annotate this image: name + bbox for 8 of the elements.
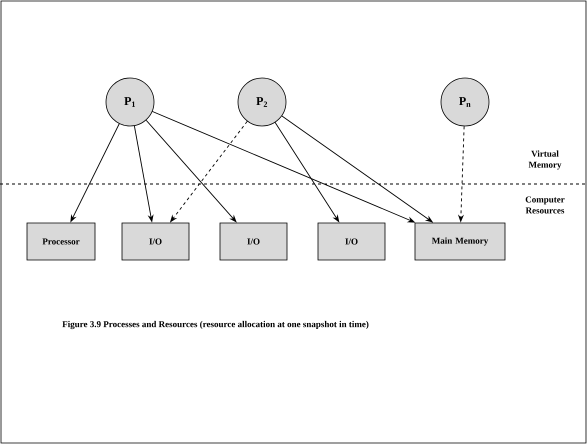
resource-box: I/O [122,222,190,260]
figure-caption: Figure 3.9 Processes and Resources (resource allocation at one snapshot in time) [62,320,368,330]
resource-box: Processor [26,222,96,260]
resource-box: I/O [220,222,288,260]
resource-box: I/O [318,222,386,260]
resource-box: Main Memory [414,222,506,260]
layer-label: Virtual Memory [528,150,562,170]
layer-label: Computer Resources [526,196,565,214]
